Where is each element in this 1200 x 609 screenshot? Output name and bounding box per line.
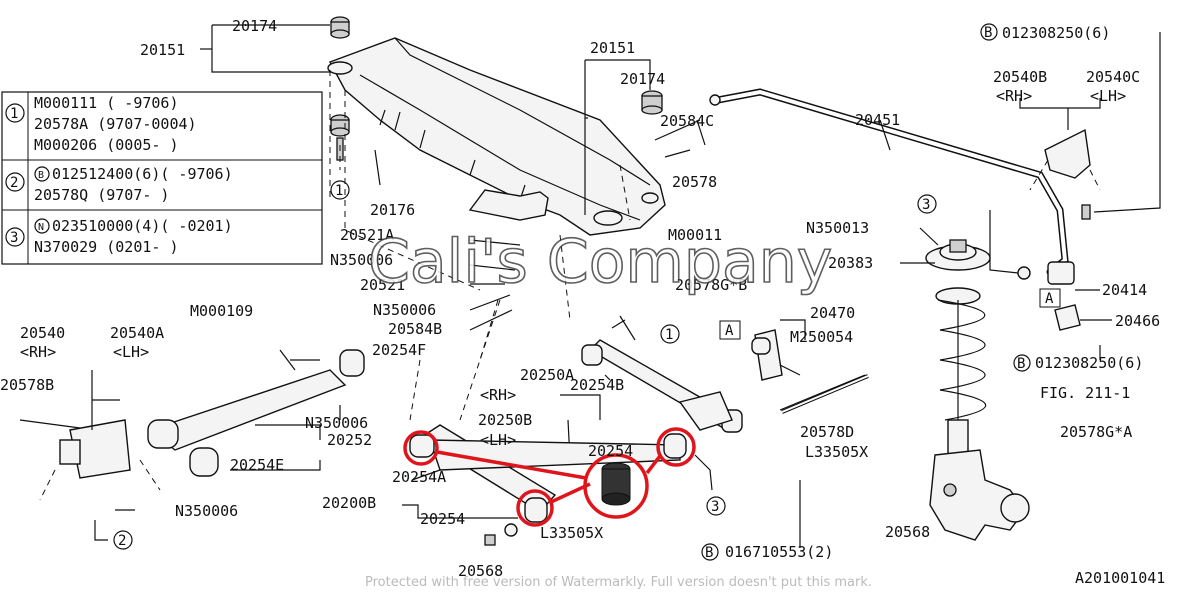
label-016710553: 016710553(2)	[725, 543, 833, 561]
legend-row3-circled-n: N	[38, 222, 44, 233]
label-20254f: 20254F	[372, 341, 426, 359]
label-20578gb: 20578G*B	[675, 276, 747, 294]
label-20200b: 20200B	[322, 494, 376, 512]
label-rh-left: <RH>	[20, 343, 56, 361]
legend-row2-circled-b: B	[38, 170, 44, 181]
legend-row1-line1: M000111 ( -9706)	[34, 94, 179, 112]
label-n350006-c: N350006	[305, 414, 368, 432]
label-n350006-b: N350006	[373, 301, 436, 319]
label-20250b: 20250B	[478, 411, 532, 429]
label-20578b: 20578B	[0, 376, 54, 394]
label-20151-a: 20151	[140, 41, 185, 59]
callout-b-top: B	[984, 25, 992, 41]
label-20174-a: 20174	[232, 17, 277, 35]
label-20568-bot: 20568	[458, 562, 503, 580]
bushing-20174-left	[330, 16, 350, 39]
callout-1-a: 1	[335, 183, 343, 199]
label-20176: 20176	[370, 201, 415, 219]
callouts: 1 1 2 3 3 B B B	[113, 23, 1031, 561]
callout-b-bot: B	[705, 545, 713, 561]
label-012308250-top: 012308250(6)	[1002, 24, 1110, 42]
legend-row2-line1: 012512400(6)( -9706)	[52, 165, 233, 183]
label-20540a: 20540A	[110, 324, 164, 342]
ref-box-a-right: A	[1045, 291, 1054, 307]
callout-3-a: 3	[922, 197, 930, 213]
callout-1-b: 1	[665, 327, 673, 343]
lateral-links-right	[560, 315, 869, 461]
label-20521: 20521	[360, 276, 405, 294]
legend-row3-num: 3	[10, 230, 18, 246]
trailing-link-left	[19, 349, 365, 541]
label-m000109: M000109	[190, 302, 253, 320]
part-labels: 20174 20151 20151 20174 20584C 20578 201…	[0, 17, 1165, 587]
label-rh-mid: <RH>	[480, 386, 516, 404]
label-fig-211-1: FIG. 211-1	[1040, 384, 1130, 402]
bushing-20174-right	[641, 90, 663, 115]
label-20174-b: 20174	[620, 70, 665, 88]
legend-row1-num: 1	[10, 106, 18, 122]
label-20254-bot: 20254	[420, 510, 465, 528]
legend-row1-line3: M000206 (0005- )	[34, 136, 179, 154]
legend-table: 1 M000111 ( -9706) 20578A (9707-0004) M0…	[1, 91, 323, 265]
label-20578ga: 20578G*A	[1060, 423, 1132, 441]
label-lh-left: <LH>	[113, 343, 149, 361]
label-20254e: 20254E	[230, 456, 284, 474]
label-n350013: N350013	[806, 219, 869, 237]
label-m250054: M250054	[790, 328, 853, 346]
label-diagram-code: A201001041	[1075, 569, 1165, 587]
leaders-top	[200, 24, 706, 361]
stabilizer-clamp	[989, 210, 1112, 360]
strut-assembly	[900, 227, 1030, 541]
ref-boxes: A A	[719, 288, 1061, 340]
label-lh-top: <LH>	[1090, 87, 1126, 105]
callout-3-b: 3	[711, 499, 719, 515]
label-20521a: 20521A	[340, 226, 394, 244]
callout-b-mid: B	[1017, 356, 1025, 372]
link-20470	[751, 319, 806, 381]
label-20466: 20466	[1115, 312, 1160, 330]
legend-row3-line2: N370029 (0201- )	[34, 238, 179, 256]
watermarkly-footer: Protected with free version of Watermark…	[365, 575, 872, 590]
legend-row2-line2: 20578Q (9707- )	[34, 186, 169, 204]
label-n350006-a: N350006	[330, 251, 393, 269]
label-20540c-top: 20540C	[1086, 68, 1140, 86]
label-20250a: 20250A	[520, 366, 574, 384]
label-20578d: 20578D	[800, 423, 854, 441]
label-m00011: M00011	[668, 226, 722, 244]
rear-crossmember	[327, 37, 666, 236]
legend-row3-line1: 023510000(4)( -0201)	[52, 217, 233, 235]
label-20540: 20540	[20, 324, 65, 342]
label-20568-right: 20568	[885, 523, 930, 541]
label-lh-mid: <LH>	[480, 431, 516, 449]
label-20584b: 20584B	[388, 320, 442, 338]
callout-2: 2	[118, 533, 126, 549]
highlight-bushings	[403, 427, 696, 527]
legend-row1-line2: 20578A (9707-0004)	[34, 115, 197, 133]
lower-arms-center	[402, 299, 801, 548]
label-20414: 20414	[1102, 281, 1147, 299]
label-012308250-mid: 012308250(6)	[1035, 354, 1143, 372]
label-n350006-d: N350006	[175, 502, 238, 520]
label-rh-top: <RH>	[996, 87, 1032, 105]
label-20470: 20470	[810, 304, 855, 322]
label-20151-b: 20151	[590, 39, 635, 57]
stabilizer-bracket	[1019, 32, 1161, 220]
label-l33505x-a: L33505X	[540, 524, 603, 542]
label-20383: 20383	[828, 254, 873, 272]
bushing-20176	[330, 114, 350, 161]
label-20254b: 20254B	[570, 376, 624, 394]
label-20451: 20451	[855, 111, 900, 129]
label-20254-mid: 20254	[588, 442, 633, 460]
label-20540b-top: 20540B	[993, 68, 1047, 86]
label-l33505x-b: L33505X	[805, 443, 868, 461]
label-20584c: 20584C	[660, 112, 714, 130]
ref-box-a-mid: A	[725, 323, 734, 339]
label-20254a: 20254A	[392, 468, 446, 486]
label-20578: 20578	[672, 173, 717, 191]
watermark-text: Cali's Company	[368, 227, 832, 297]
label-20252: 20252	[327, 431, 372, 449]
legend-row2-num: 2	[10, 175, 18, 191]
